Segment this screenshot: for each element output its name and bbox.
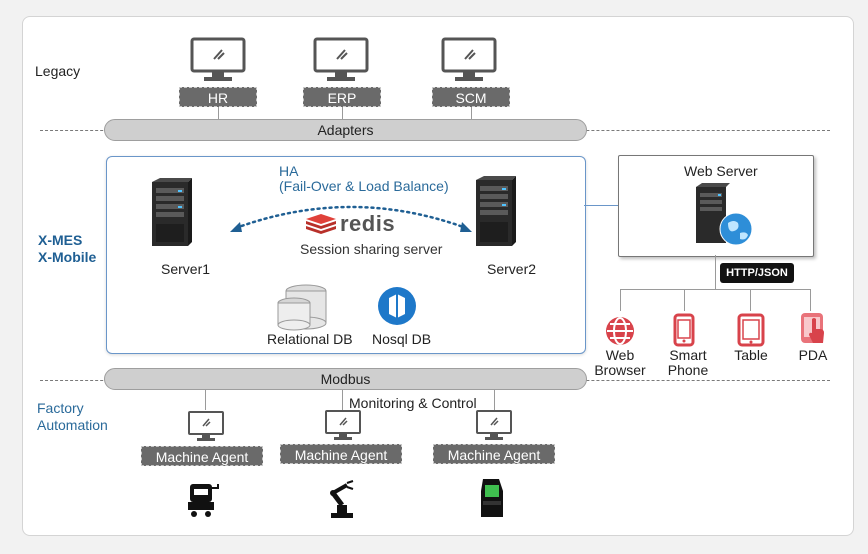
monitor-icon (313, 37, 369, 81)
legacy-system-hr: HR (179, 87, 257, 107)
client-pda: PDA (798, 347, 828, 363)
adapters-bar: Adapters (104, 119, 587, 141)
section-label-factory: Factory (37, 400, 84, 416)
nosql-db-label: Nosql DB (372, 331, 432, 347)
ha-description: (Fail-Over & Load Balance) (279, 178, 449, 194)
machine-agent-1: Machine Agent (141, 446, 263, 466)
monitor-icon (190, 37, 246, 81)
server2-label: Server2 (487, 261, 537, 277)
session-sharing-label: Session sharing server (300, 241, 443, 257)
relational-db-icon (277, 284, 327, 331)
machine-agent-3: Machine Agent (433, 444, 555, 464)
robotic-arm-icon (330, 480, 354, 518)
client-table: Table (734, 347, 768, 363)
section-label-xmobile: X-Mobile (38, 249, 97, 265)
monitoring-control-label: Monitoring & Control (349, 395, 477, 411)
monitor-icon (188, 411, 224, 441)
arcade-machine-icon (481, 479, 503, 517)
section-label-automation: Automation (37, 417, 108, 433)
legacy-system-erp: ERP (303, 87, 381, 107)
monitor-icon (441, 37, 497, 81)
redis-logo-text: redis (340, 211, 396, 236)
section-label-xmes: X-MES (38, 232, 83, 248)
ha-label: HA (279, 163, 299, 179)
monitor-icon (325, 410, 361, 440)
pda-touch-icon[interactable] (799, 311, 827, 347)
web-server-label: Web Server (684, 163, 758, 179)
tablet-icon[interactable] (737, 313, 765, 347)
server-icon (476, 176, 516, 246)
robot-machine-icon (188, 484, 219, 517)
smartphone-icon[interactable] (673, 313, 695, 347)
section-label-legacy: Legacy (35, 63, 81, 79)
web-server-globe-icon (696, 183, 752, 246)
modbus-bar: Modbus (104, 368, 587, 390)
machine-agent-2: Machine Agent (280, 444, 402, 464)
globe-icon[interactable] (604, 315, 636, 347)
server-icon (152, 178, 192, 246)
failover-arrow (230, 205, 472, 232)
http-json-badge: HTTP/JSON (720, 263, 794, 283)
monitor-icon (476, 410, 512, 440)
relational-db-label: Relational DB (267, 331, 353, 347)
server1-label: Server1 (161, 261, 211, 277)
redis-logo-icon (306, 214, 336, 234)
nosql-db-icon (378, 287, 416, 325)
legacy-system-scm: SCM (432, 87, 510, 107)
